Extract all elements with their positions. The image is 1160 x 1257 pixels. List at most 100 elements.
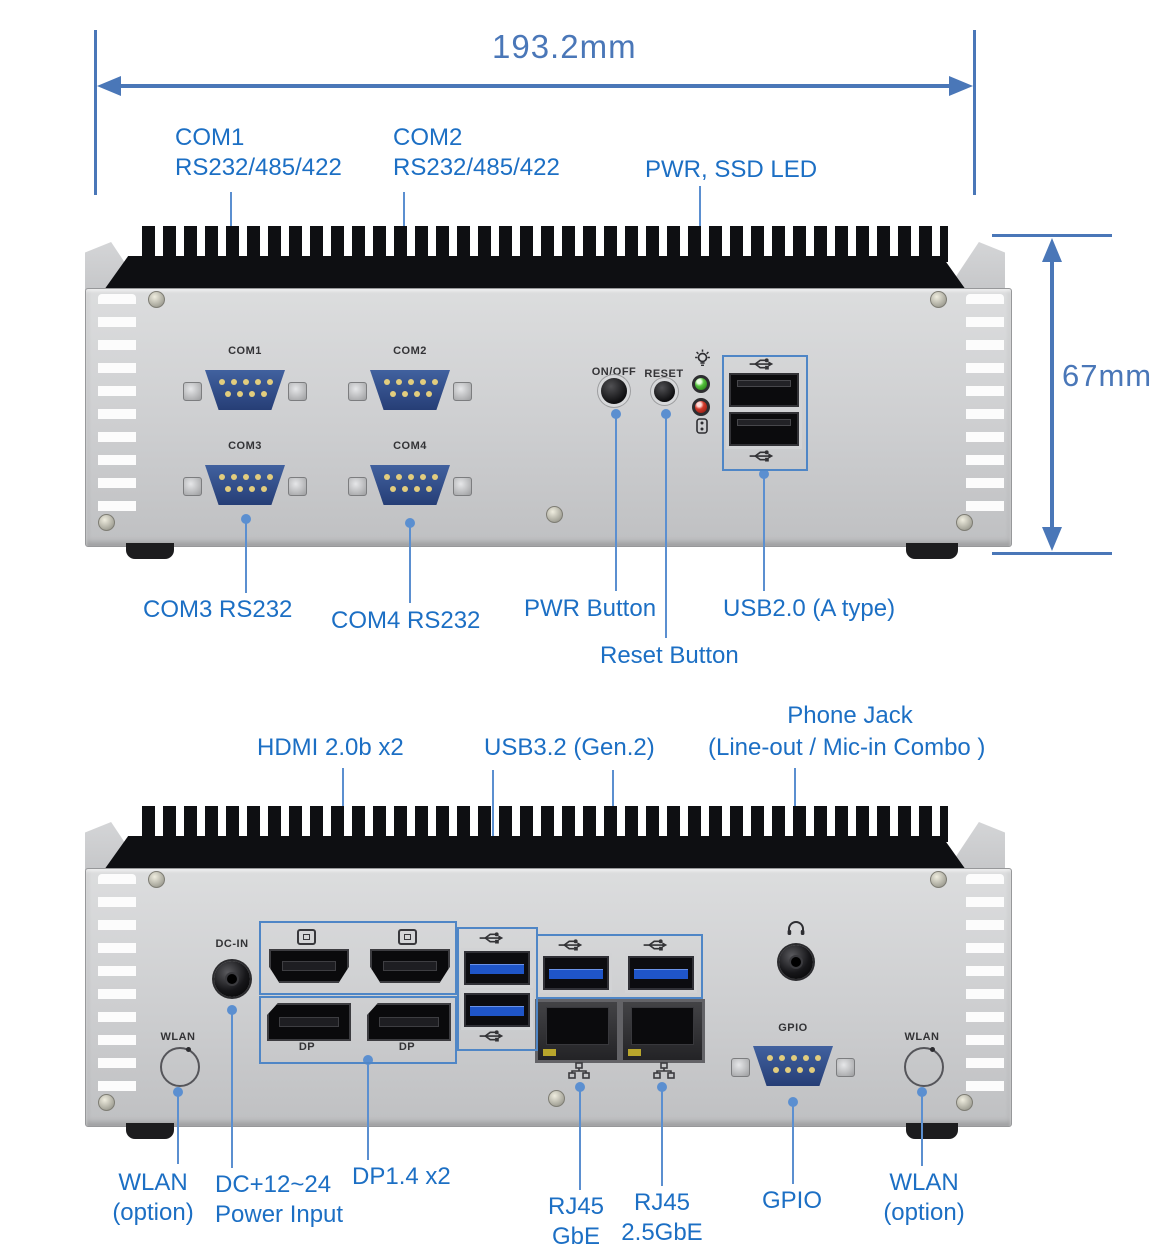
db9-screw-ear [731,1058,750,1077]
com2-port [348,362,472,418]
dc-in-jack [214,961,250,997]
hdmi-ports-box [259,921,457,995]
power-button[interactable] [601,378,627,404]
callout-hdmi: HDMI 2.0b x2 [257,734,404,761]
panel-label-dp1: DP [298,1041,316,1053]
height-dim-arrowhead-bottom [1042,527,1062,551]
panel-label-dp2: DP [398,1041,416,1053]
callout-rj45-gbe-line1: RJ45 [547,1193,605,1220]
callout-dc-line1: DC+12~24 [215,1171,332,1198]
width-dimension-label: 193.2mm [492,28,637,65]
dp-ports-box [259,996,457,1064]
leader-rj45-gbe [579,1087,581,1190]
callout-pwr-button: PWR Button [524,595,657,622]
screw [148,871,165,888]
panel-label-wlan-left: WLAN [160,1031,196,1043]
usb32-vertical-box [457,927,538,1051]
screw [548,1090,565,1107]
height-dim-end-bottom [992,552,1112,555]
width-dim-end-right [973,30,976,195]
leader-usb20 [763,474,765,591]
height-dim-arrowhead-top [1042,238,1062,262]
rubber-foot [906,543,958,559]
db9-insert [753,1046,833,1086]
callout-com2: COM2 RS232/485/422 [393,123,560,183]
reset-button[interactable] [654,381,675,402]
dp-port-1 [267,1003,351,1041]
com1-port [183,362,307,418]
usb20-ports-box [722,355,808,471]
rj45-gbe-port [535,999,620,1063]
com4-port [348,457,472,513]
usb20-port-2 [729,412,799,446]
com3-port [183,457,307,513]
width-dim-line [114,84,956,88]
db9-screw-ear [288,382,307,401]
usb-icon [478,1029,504,1043]
hdmi-display-icon [398,929,417,945]
db9-pins [767,1055,773,1061]
db9-screw-ear [348,382,367,401]
panel-label-com1: COM1 [228,345,262,357]
screw [930,871,947,888]
callout-wlan-left: WLAN (option) [86,1168,220,1228]
db9-insert [205,465,285,505]
headphone-icon [787,921,805,936]
db9-screw-ear [348,477,367,496]
callout-com2-line2: RS232/485/422 [393,154,560,181]
callout-dp: DP1.4 x2 [352,1163,451,1190]
screw [98,1094,115,1111]
leader-wlan-right [921,1092,923,1166]
rj45-25gbe-port [620,999,705,1063]
storage-led-icon [696,418,708,434]
callout-wlan-left-line2: (option) [112,1199,194,1226]
db9-screw-ear [183,477,202,496]
ssd-led [692,398,710,416]
db9-pins [384,474,390,480]
rear-heatsink-base [104,836,966,870]
usb32-port-1 [464,951,530,985]
callout-com2-line1: COM2 [393,124,463,151]
db9-screw-ear [183,382,202,401]
rear-vents-left [98,874,136,1102]
rubber-foot [126,543,174,559]
power-led-icon [694,348,711,367]
height-dim-end-top [992,234,1112,237]
callout-com3: COM3 RS232 [143,596,293,623]
screw [98,514,115,531]
callout-phone-jack-line2: (Line-out / Mic-in Combo ) [708,734,986,761]
usb-icon [557,938,583,952]
usb32-horizontal-box [536,934,703,999]
screw [956,514,973,531]
callout-com1-line1: COM1 [175,124,245,151]
rear-vents-right [966,874,1004,1102]
rubber-foot [906,1123,958,1139]
db9-insert [370,370,450,410]
callout-pwr-ssd-led: PWR, SSD LED [645,156,818,183]
hdmi-display-icon [297,929,316,945]
callout-wlan-right-line1: WLAN [889,1169,959,1196]
leader-pwr-button [615,414,617,591]
wlan-antenna-hole-right [904,1047,944,1087]
callout-usb32: USB3.2 (Gen.2) [484,734,655,761]
callout-wlan-left-line1: WLAN [118,1169,188,1196]
callout-com1: COM1 RS232/485/422 [175,123,342,183]
db9-screw-ear [836,1058,855,1077]
leader-reset-button [665,414,667,638]
rubber-foot [126,1123,174,1139]
panel-label-gpio: GPIO [778,1022,808,1034]
leader-com3 [245,519,247,593]
front-vents-left [98,294,136,522]
panel-label-on-off: ON/OFF [591,366,637,378]
leader-com4 [409,523,411,603]
usb-icon [748,357,774,371]
db9-pins [219,474,225,480]
height-dim-line [1050,254,1054,536]
screw [956,1094,973,1111]
width-dim-arrowhead-right [949,76,973,96]
height-dimension-label: 67mm [1062,358,1153,393]
lan-network-icon [568,1062,590,1080]
callout-dc: DC+12~24 Power Input [215,1170,343,1230]
gpio-port [731,1038,855,1094]
panel-label-reset: RESET [644,368,684,380]
